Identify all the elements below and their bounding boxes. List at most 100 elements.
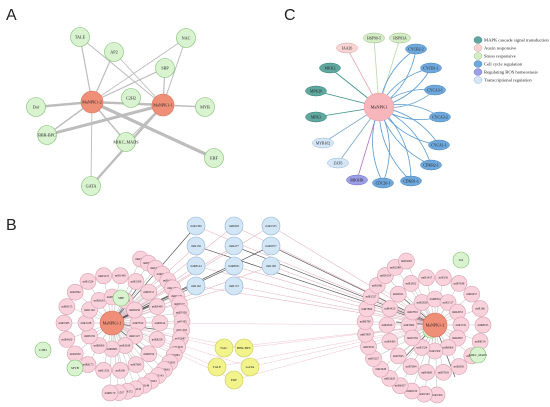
edge-b-top-r-6 [233, 265, 436, 326]
b-left-mirna-24-label: miR1524 [83, 279, 94, 283]
b-right-mirna-20: miR166 [471, 300, 489, 317]
a-node-bbr-bpc: BBR-BPC [37, 125, 57, 145]
edge-a-manpk1-1-ap2 [113, 51, 164, 106]
b-right-mirna-16-circle [418, 269, 435, 287]
edge-b-tf-r-3 [249, 324, 436, 368]
b-center-tf-nac-label: NAC [220, 346, 228, 350]
b-right-mirna-15-label: miR1852 [406, 281, 417, 285]
c-node-cyca3-2-label: CYCA3-2 [432, 115, 448, 119]
b-left-mirna-45-label: miR9662 [159, 367, 170, 371]
b-left-mirna-26: miR1440 [111, 267, 129, 285]
a-node-mikc-mads-circle [116, 132, 136, 152]
c-node-mkk2-label: MKK2 [325, 66, 336, 70]
panel-a-edges [35, 36, 215, 187]
a-node-gata-label: GATA [86, 183, 97, 188]
b-left-mirna-43-label: miR1863 [169, 353, 180, 357]
b-right-mirna-11-label: miR5559 [407, 336, 418, 340]
c-node-cycb1-1: CYCB1-1 [420, 62, 442, 74]
b-top-mirna-mir156-label: miR156 [191, 244, 201, 248]
c-node-mpk3-shape [305, 111, 327, 123]
b-left-mirna-14-circle [140, 345, 158, 363]
legend-label-stress-responsive: Stress responsive [484, 54, 516, 59]
a-node-erf: ERF [204, 148, 224, 168]
b-top-mirna-mir828: miR828 [224, 216, 244, 236]
b-top-mirna-mir1535-circle [261, 216, 281, 236]
a-node-c2h2: C2H2 [121, 88, 141, 108]
b-left-mirna-44-label: miR3935 [164, 361, 175, 365]
c-node-cycb2-2-shape [405, 43, 427, 55]
b-right-mirna-45-circle [398, 252, 415, 270]
b-left-mirna-4-label: miR8000 [94, 344, 105, 348]
b-right-mirna-36-label: miR5227 [368, 357, 379, 361]
b-right-mirna-25-circle [435, 363, 452, 381]
b-right-mirna-17-circle [435, 269, 452, 287]
b-left-mirna-16-label: miR160 [116, 368, 126, 372]
a-node-ap2-circle [104, 42, 124, 62]
b-left-tf-c2h2-label: C2H2 [39, 348, 47, 352]
a-node-myb: MYB [195, 97, 215, 117]
c-node-hub: MaNPK1 [363, 92, 395, 122]
c-node-rbohk: RBOHK [346, 174, 368, 186]
b-left-mirna-6: miR1438 [77, 314, 95, 332]
b-left-mirna-28: miR8151 [140, 283, 158, 301]
b-left-mirna-0-label: miR7816 [133, 321, 144, 325]
c-node-zat6-shape [327, 157, 349, 169]
b-left-mirna-37-label: miR8177 [174, 302, 185, 306]
legend-item-cell-cycle-regulation: Cell cycle regulation [473, 60, 523, 68]
c-node-cyca1-1-shape [428, 139, 450, 151]
b-left-mirna-17-label: miR1526 [98, 368, 109, 372]
edge-a-manpk1-2-sbp [91, 67, 166, 103]
b-right-mirna-16: miR1437 [418, 269, 435, 287]
b-right-mirna-14: miR2611 [389, 285, 407, 303]
c-node-iaa26-label: IAA26 [342, 46, 353, 50]
b-right-mirna-26-circle [418, 363, 436, 381]
b-left-mirna-33-label: miR6196 [157, 272, 168, 276]
b-top-mirna-mir8144: miR8144 [186, 256, 206, 276]
panel-letter-a: A [6, 7, 17, 24]
b-left-mirna-42-label: miR3935 [172, 345, 183, 349]
legend-item-regulating-ros-homeostasis: Regulating ROS homeostasis [473, 68, 538, 76]
b-left-mirna-12-circle [151, 314, 169, 332]
b-left-mirna-25-circle [95, 267, 112, 285]
c-node-cyca1-1-label: CYCA1-1 [431, 143, 447, 147]
b-left-mirna-19: miR2950 [66, 345, 84, 363]
b-left-mirna-28-circle [140, 283, 158, 301]
b-right-mirna-33-label: miR6457 [395, 384, 406, 388]
b-center-tf-gata: GATA [240, 357, 260, 377]
b-center-tf-nac: NAC [214, 338, 234, 358]
b-top-mirna-mir1360-circle [186, 216, 206, 236]
b-left-mirna-11-label: miR8258 [129, 308, 140, 312]
b-left-mirna-11: miR8258 [126, 301, 143, 319]
b-right-mirna-44-label: miR2588 [390, 265, 401, 269]
b-top-mirna-mir1360-label: miR1360 [190, 224, 202, 228]
a-node-mikc-mads: MIKC_MADS [113, 132, 139, 152]
b-right-mirna-18-circle [450, 275, 468, 292]
c-node-cdkb1-1: CDKB1-1 [400, 175, 422, 187]
b-left-mirna-21: miR5385 [55, 314, 73, 332]
b-right-mirna-15: miR1852 [402, 275, 420, 292]
b-left-mirna-28-label: miR8151 [143, 290, 154, 294]
b-right-mirna-29-circle [381, 333, 399, 350]
legend-swatch-cell-cycle-regulation [473, 60, 483, 68]
b-left-mirna-52-label: miR8170 [105, 391, 116, 395]
b-left-mirna-27-circle [127, 273, 145, 290]
legend-label-transcriptional-regulation: Transcriptional regulation [484, 78, 532, 83]
b-hub-left: MaNPK1-1 [99, 310, 125, 336]
c-node-cyca3-2: CYCA3-2 [429, 111, 451, 123]
c-node-cyca1-1: CYCA1-1 [428, 139, 450, 151]
b-right-mirna-31-label: miR1563 [419, 392, 430, 396]
a-node-nac-label: NAC [182, 35, 191, 40]
edge-a-manpk1-2-gata [90, 101, 93, 187]
a-node-manpk1-2-label: MaNPK1-2 [82, 99, 102, 104]
b-right-mirna-18: miR7838 [450, 275, 468, 292]
a-node-nac: NAC [176, 28, 196, 48]
b-left-tf-sbp-label: SBP [118, 296, 124, 300]
b-top-mirna-mir8144-circle [186, 256, 206, 276]
b-right-mirna-1-label: miR7801 [407, 310, 418, 314]
c-node-cdc20-1: CDC20-1 [372, 177, 394, 189]
b-right-mirna-19-circle [463, 285, 481, 303]
b-left-mirna-35-label: miR1151 [167, 286, 178, 290]
b-left-mirna-20-circle [58, 331, 76, 348]
b-right-mirna-43-label: miR8154 [380, 274, 391, 278]
b-left-mirna-20: miR4420 [58, 331, 76, 348]
